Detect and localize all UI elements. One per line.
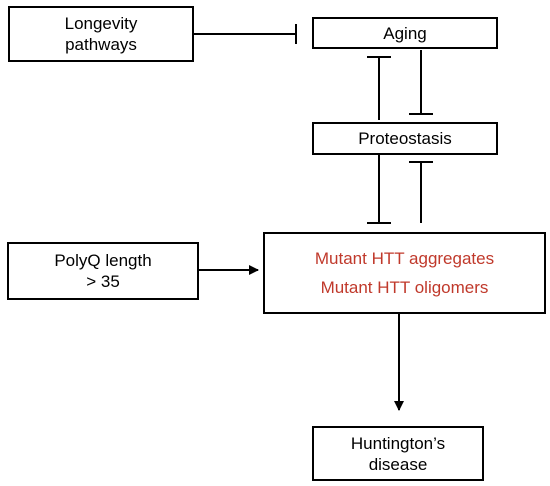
node-longevity-pathways: Longevity pathways <box>8 6 194 62</box>
node-mutant-htt-aggregates: Mutant HTT aggregates <box>314 249 495 268</box>
node-huntington-line-1: Huntington’s <box>350 433 446 453</box>
node-polyq-length: PolyQ length > 35 <box>7 242 199 300</box>
node-huntingtons-disease: Huntington’s disease <box>312 426 484 481</box>
node-huntington-line-2: disease <box>368 454 428 474</box>
node-aging: Aging <box>312 17 498 49</box>
node-polyq-line-1: PolyQ length <box>54 251 152 270</box>
edge-aging-inhibits-proteostasis <box>409 50 433 115</box>
edge-proteostasis-inhibits-mutant-htt <box>367 155 391 224</box>
edge-longevity-inhibits-aging <box>194 24 297 44</box>
node-mutant-htt: Mutant HTT aggregates Mutant HTT oligome… <box>263 232 546 314</box>
edge-proteostasis-inhibits-aging <box>367 56 391 120</box>
node-polyq-line-2: > 35 <box>86 272 120 291</box>
node-aging-label: Aging <box>383 23 427 43</box>
node-proteostasis-label: Proteostasis <box>358 129 452 148</box>
node-proteostasis: Proteostasis <box>312 122 498 155</box>
edge-mutant-htt-inhibits-proteostasis <box>409 161 433 223</box>
node-longevity-line-1: Longevity <box>64 14 138 33</box>
node-mutant-htt-oligomers: Mutant HTT oligomers <box>320 278 489 297</box>
node-longevity-line-2: pathways <box>65 35 137 54</box>
